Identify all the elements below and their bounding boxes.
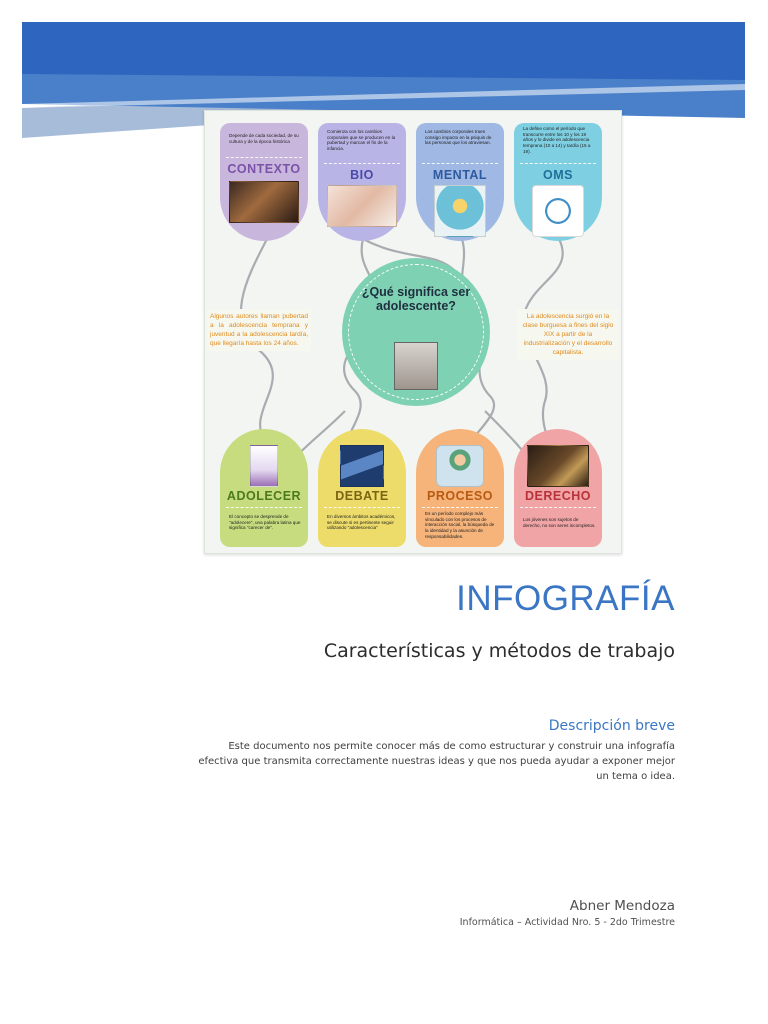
tag-contexto-desc: Depende de cada sociedad, de su cultura … — [229, 133, 299, 144]
center-question: ¿Qué significa ser adolescente? — [361, 285, 471, 313]
tag-adolecer: ADOLECER El concepto se desprende de "ad… — [220, 429, 308, 547]
tag-adolecer-desc: El concepto se desprende de "adolecere",… — [229, 514, 301, 531]
tag-contexto: Depende de cada sociedad, de su cultura … — [220, 123, 308, 241]
tag-bio-desc: Comienza con los cambios corporales que … — [327, 129, 396, 152]
left-note: Algunos autores llaman pubertad a la ado… — [207, 309, 311, 352]
tag-derecho-desc: Los jóvenes son sujetos de derecho, no s… — [523, 517, 596, 528]
tag-proceso: PROCESO Es un período complejo más vincu… — [416, 429, 504, 547]
tag-derecho: DERECHO Los jóvenes son sujetos de derec… — [514, 429, 602, 547]
teen-acne-photo-icon — [327, 185, 397, 227]
tag-bio: Comienza con los cambios corporales que … — [318, 123, 406, 241]
center-question-circle: ¿Qué significa ser adolescente? — [342, 258, 490, 406]
adolescere-book-icon — [250, 445, 278, 487]
tag-mental-title: MENTAL — [432, 168, 488, 182]
process-person-icon — [436, 445, 484, 487]
author-name: Abner Mendoza — [569, 898, 675, 914]
tag-bio-title: BIO — [350, 168, 374, 182]
nurture-nature-sign-icon — [340, 445, 384, 487]
tag-debate-title: DEBATE — [335, 489, 389, 503]
dancer-photo-icon — [229, 181, 299, 223]
tag-oms-desc: La define como el período que transcurre… — [523, 126, 591, 154]
description-body: Este documento nos permite conocer más d… — [198, 741, 675, 782]
tag-mental: Los cambios corporales traen consigo imp… — [416, 123, 504, 241]
justice-scale-photo-icon — [527, 445, 589, 487]
document-title: INFOGRAFÍA — [456, 579, 675, 618]
tag-oms-title: OMS — [543, 168, 573, 182]
banner-stripe-dark — [22, 22, 745, 80]
tag-proceso-title: PROCESO — [426, 489, 493, 503]
tag-derecho-title: DERECHO — [524, 489, 591, 503]
description-heading: Descripción breve — [548, 718, 675, 734]
infographic-image: Depende de cada sociedad, de su cultura … — [204, 110, 622, 554]
tag-proceso-desc: Es un período complejo más vinculado con… — [425, 511, 495, 539]
who-logo-icon — [532, 185, 584, 237]
tag-mental-desc: Los cambios corporales traen consigo imp… — [425, 129, 492, 146]
banner-highlight — [22, 84, 745, 108]
tag-adolecer-title: ADOLECER — [226, 489, 302, 503]
tag-debate-desc: En diversos ámbitos académicos, se discu… — [327, 514, 396, 531]
course-info: Informática – Actividad Nro. 5 - 2do Tri… — [459, 917, 675, 928]
tag-contexto-title: CONTEXTO — [227, 162, 301, 176]
stressed-teen-photo-icon — [394, 342, 438, 390]
document-subtitle: Características y métodos de trabajo — [323, 640, 675, 662]
header-banner — [22, 22, 745, 138]
tag-oms: La define como el período que transcurre… — [514, 123, 602, 241]
tag-debate: DEBATE En diversos ámbitos académicos, s… — [318, 429, 406, 547]
right-note: La adolescencia surgió en la clase burgu… — [517, 309, 619, 361]
meditation-icon — [434, 185, 486, 237]
